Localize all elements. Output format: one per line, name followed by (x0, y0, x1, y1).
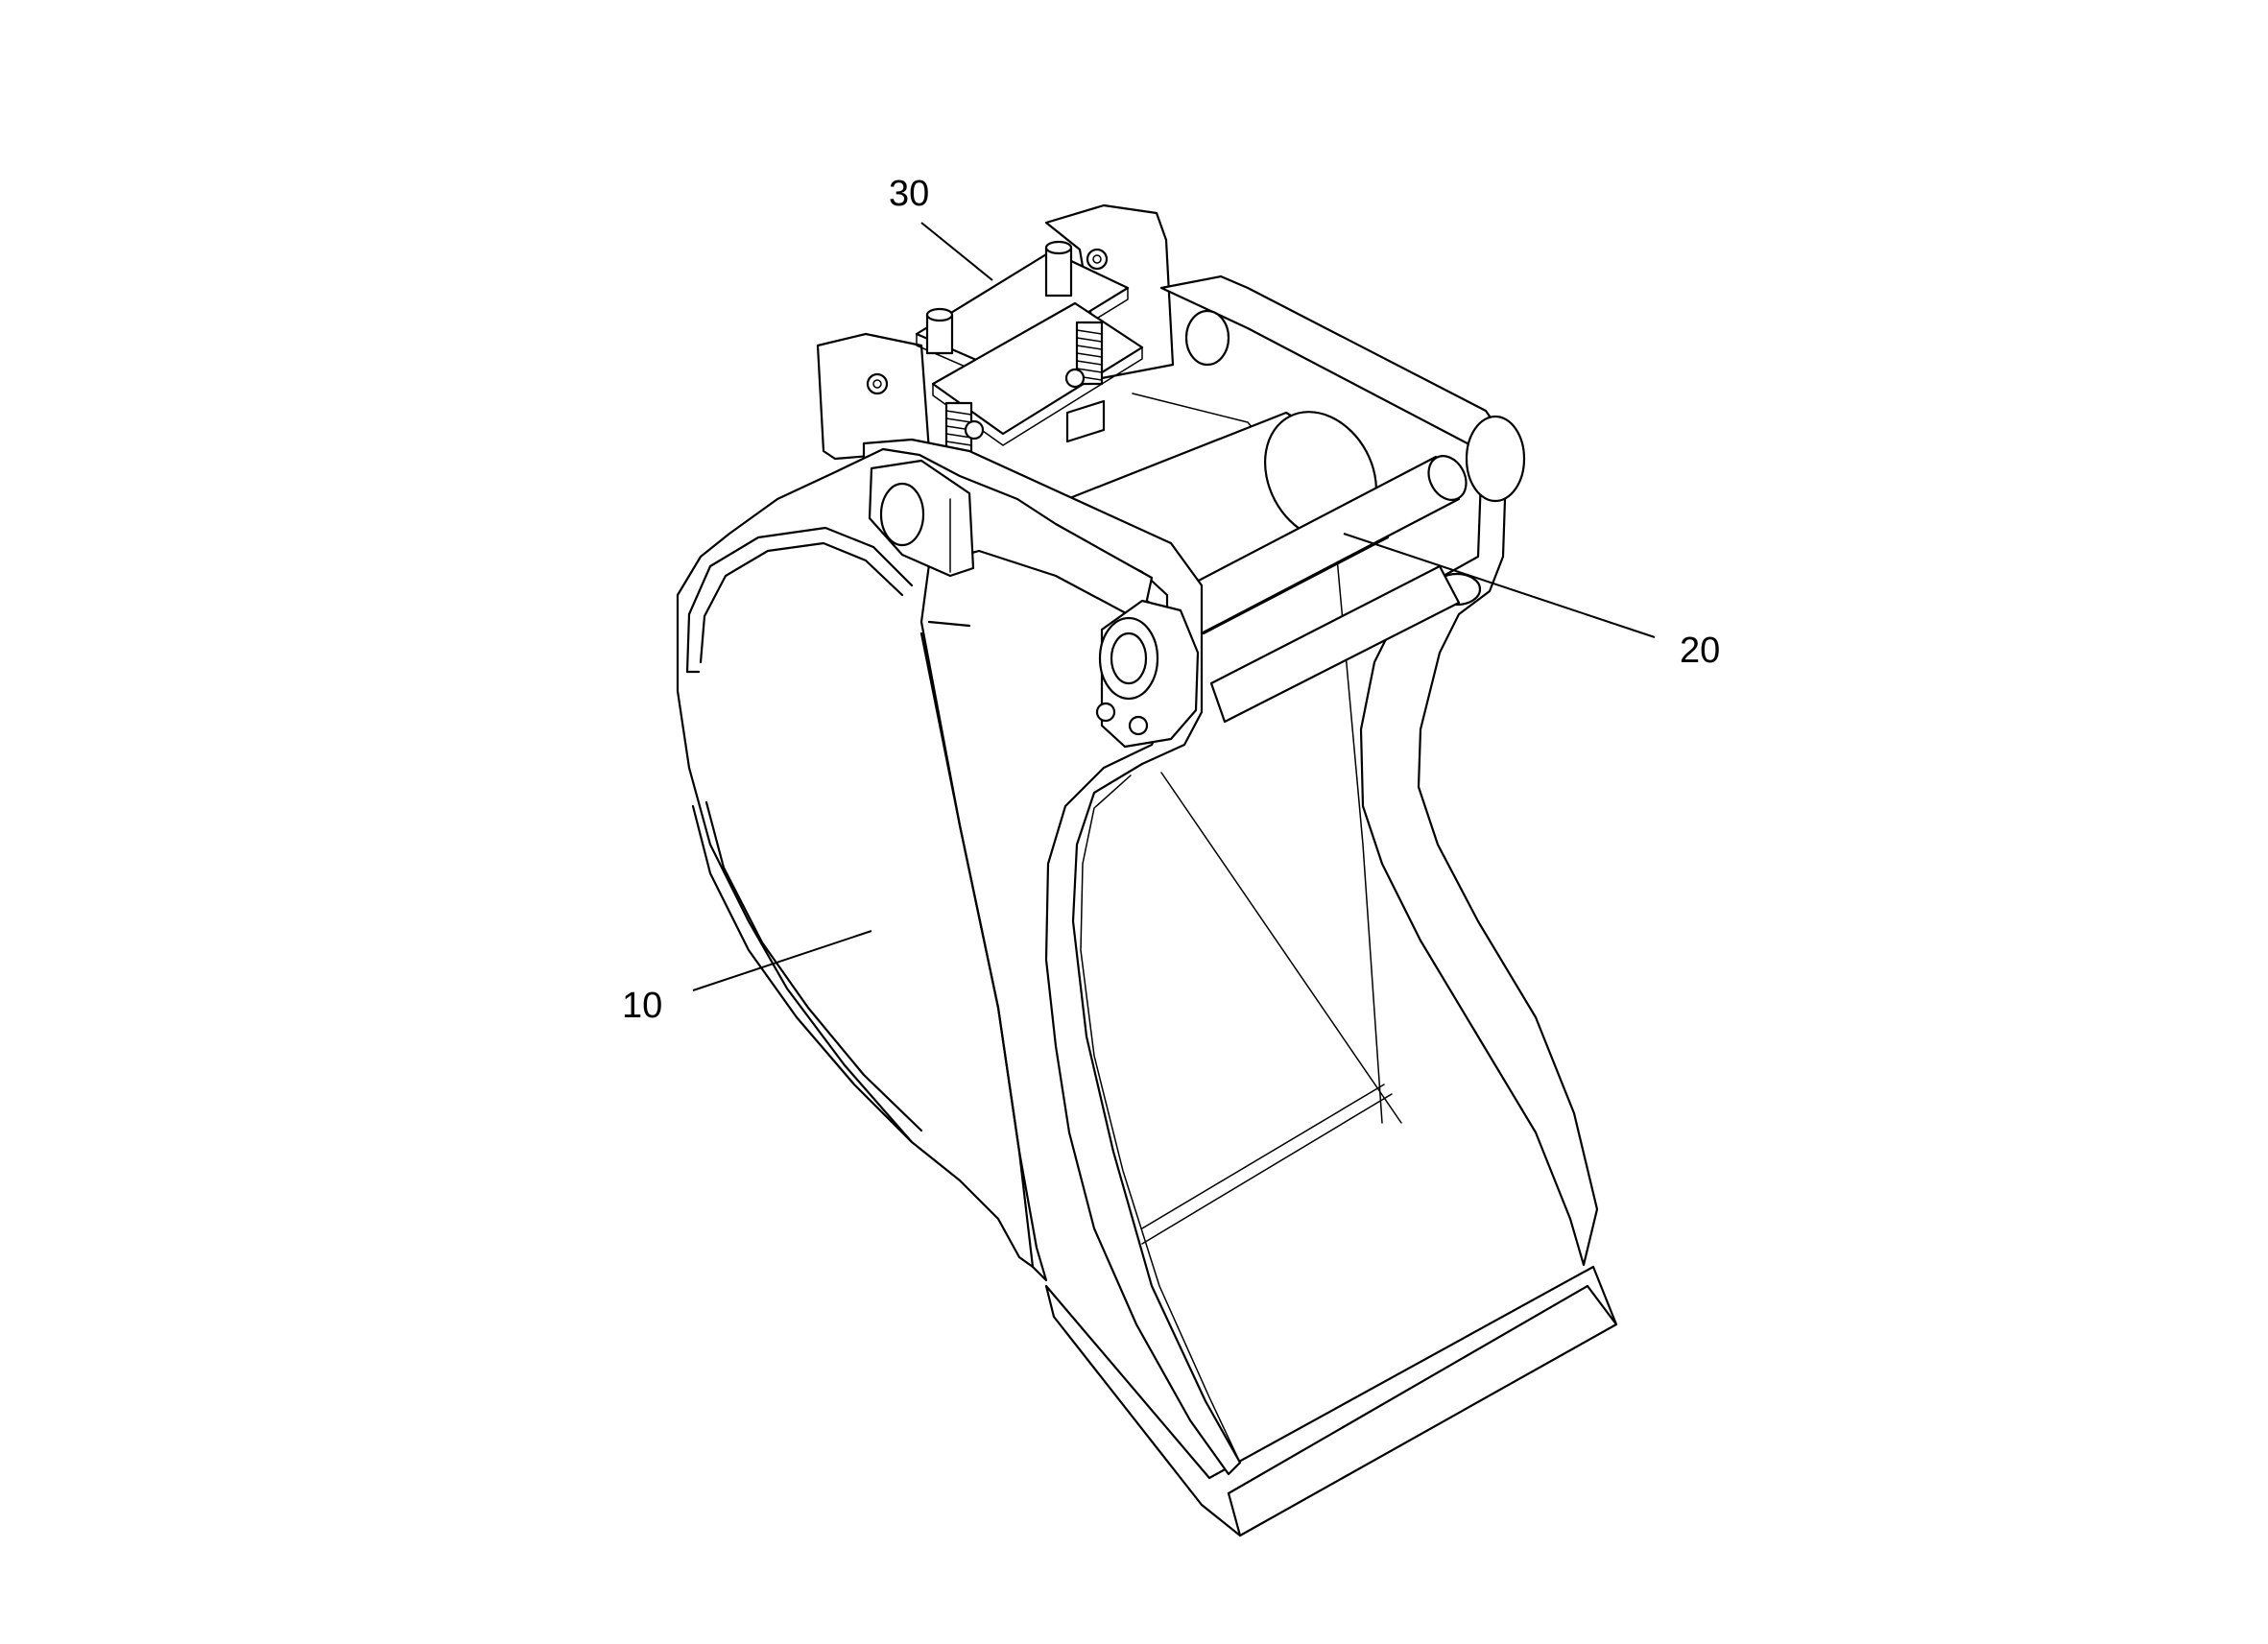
leader-line-30 (920, 222, 993, 281)
leader-line-20 (1343, 533, 1656, 638)
quick-coupler-assembly (816, 203, 1175, 466)
coupler-bolt-left (925, 307, 954, 355)
coupler-nut-left-plate (866, 372, 889, 395)
bucket-wrap-plate (676, 447, 1154, 1282)
coupler-bolt-right (1044, 240, 1073, 298)
right-plate-pin-hole (1184, 309, 1230, 367)
coupler-nut-mid (1064, 368, 1086, 389)
reference-numeral-10: 10 (622, 986, 662, 1026)
coupler-nut-top (1086, 248, 1109, 271)
right-pin-boss (1465, 415, 1526, 503)
leader-line-10 (692, 930, 872, 991)
reference-numeral-30: 30 (889, 174, 929, 214)
right-side-plate (1159, 274, 1599, 1267)
lower-boss-bolts (1095, 702, 1149, 736)
left-pin-boss (868, 459, 975, 578)
bucket-cutting-edge (1044, 1265, 1618, 1537)
coupler-lower-block (1065, 399, 1106, 443)
leader-lines (692, 222, 1656, 991)
lower-pin-shaft (1209, 564, 1461, 724)
lower-pin-boss (1095, 599, 1200, 749)
coupler-nut-lower (964, 419, 985, 441)
reference-numeral-20: 20 (1680, 631, 1720, 671)
